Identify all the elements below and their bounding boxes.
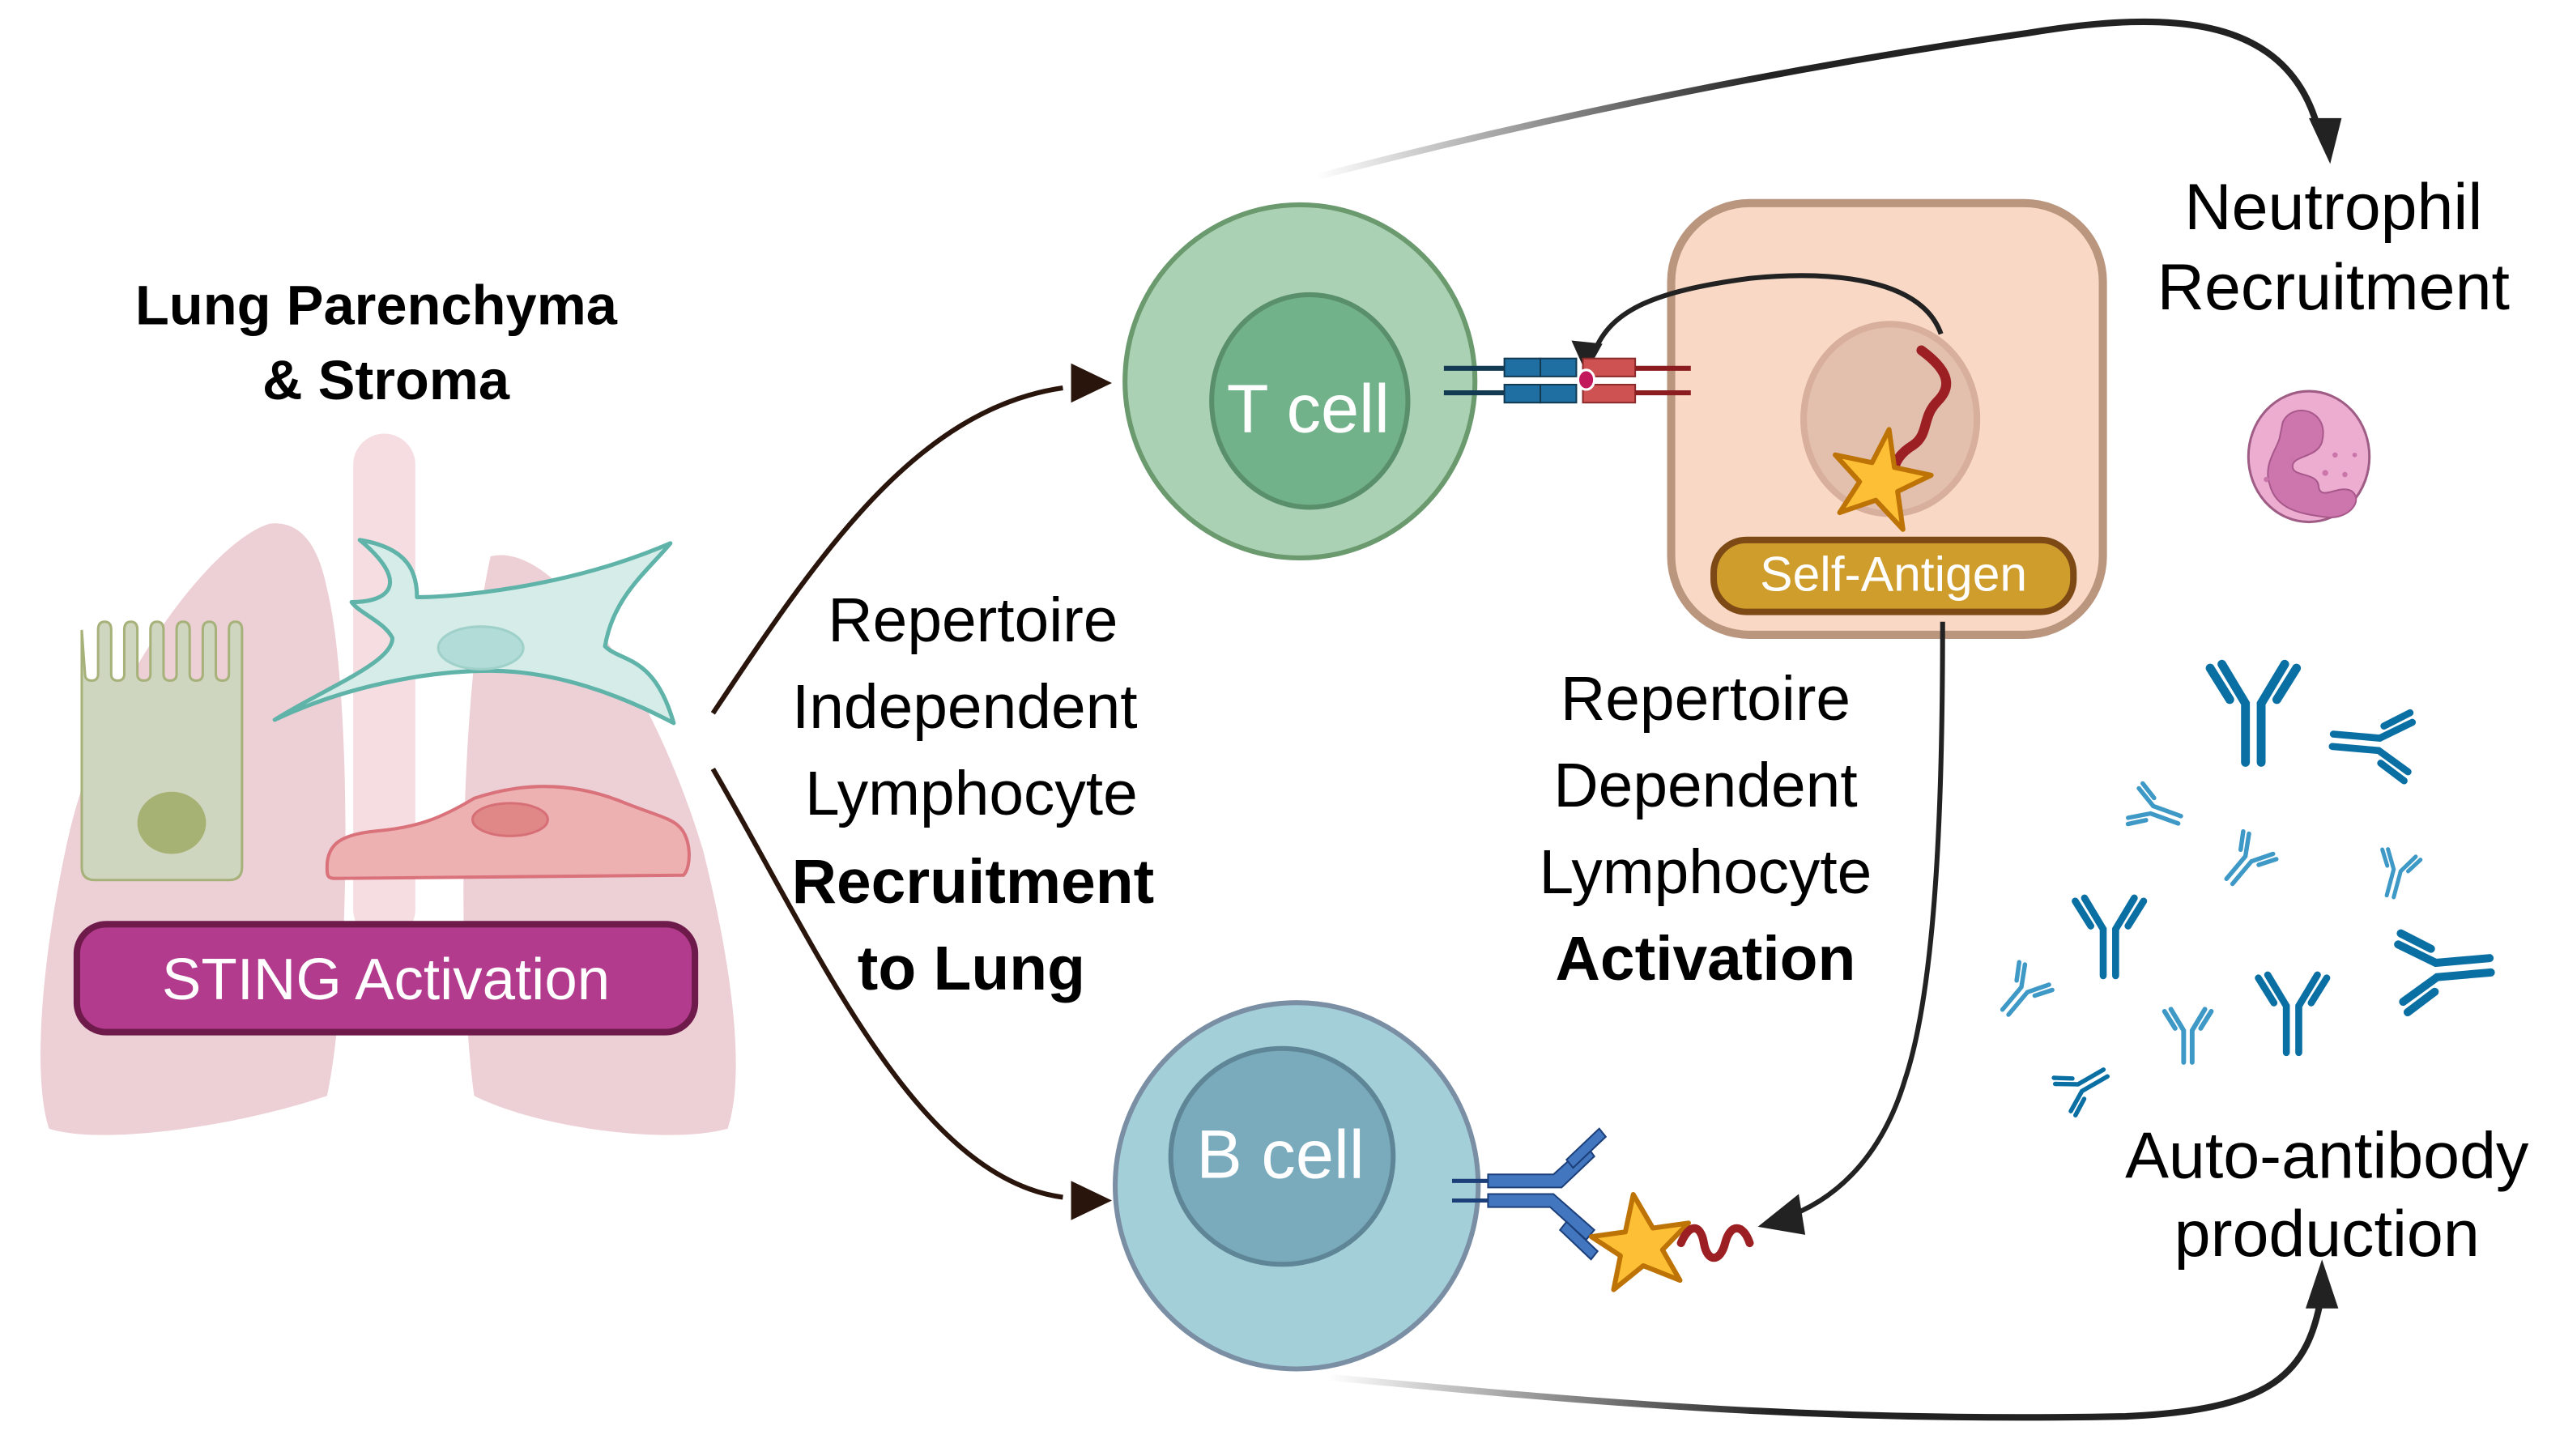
epithelial-cell-icon — [80, 620, 244, 882]
antibody-icon — [2126, 783, 2187, 841]
arrow-to-neutrophil — [1315, 18, 2323, 181]
activation-text: Repertoire Dependent Lymphocyte Activati… — [1540, 665, 1872, 994]
neutrophil-line1: Neutrophil — [2184, 171, 2482, 244]
left-title-line1: Lung Parenchyma — [135, 274, 618, 336]
b-cell-icon: B cell — [1113, 1000, 1481, 1372]
antibody-icon — [2213, 830, 2278, 896]
antibody-line1: Auto-antibody — [2125, 1119, 2529, 1192]
recruitment-line4: Recruitment — [792, 848, 1155, 917]
antigen-presenting-cell: Self-Antigen — [1571, 198, 2107, 639]
antigen-star-icon — [1833, 427, 1934, 532]
activation-line1: Repertoire — [1561, 665, 1851, 734]
neutrophil-section: Neutrophil Recruitment — [2157, 171, 2510, 524]
neutrophil-line2: Recruitment — [2157, 251, 2510, 324]
activation-line4: Activation — [1556, 925, 1856, 994]
recruitment-text: Repertoire Independent Lymphocyte Recrui… — [792, 586, 1155, 1003]
antigen-star-icon — [1588, 1192, 1691, 1292]
tcr-mhc-icon — [1443, 357, 1691, 404]
antibody-icon — [2397, 926, 2494, 1012]
fibroblast-icon — [272, 538, 676, 726]
sting-label: STING Activation — [162, 947, 610, 1012]
antibody-icon — [2371, 848, 2421, 901]
bcr-icon — [1451, 1127, 1608, 1261]
arrow-to-b-cell — [710, 767, 1063, 1200]
sting-activation-badge: STING Activation — [73, 921, 699, 1036]
antibody-icon — [2165, 1009, 2212, 1062]
left-panel: Lung Parenchyma & Stroma STING Activatio… — [40, 274, 736, 1135]
antibody-icon — [2075, 898, 2143, 976]
t-cell-icon: T cell — [1122, 202, 1478, 561]
left-title-line2: & Stroma — [262, 349, 510, 411]
neutrophil-icon — [2247, 390, 2371, 524]
arrow-icon — [1757, 1194, 1806, 1235]
activation-line3: Lymphocyte — [1540, 838, 1872, 907]
arrow-icon — [1071, 1181, 1113, 1220]
t-cell-label: T cell — [1227, 370, 1390, 447]
antibody-icon — [2330, 706, 2413, 781]
arrow-icon — [1571, 340, 1603, 373]
antibody-icon — [2052, 1054, 2116, 1116]
recruitment-line3: Lymphocyte — [805, 760, 1138, 828]
arrow-icon — [2309, 117, 2342, 164]
endothelial-cell-icon — [325, 785, 691, 880]
self-antigen-label: Self-Antigen — [1760, 546, 2027, 601]
arrow-icon — [1071, 363, 1113, 403]
recruitment-line2: Independent — [792, 673, 1138, 742]
recruitment-line5: to Lung — [858, 934, 1085, 1003]
antibody-icon — [1989, 960, 2054, 1026]
arrow-to-antibody — [1327, 1291, 2326, 1421]
arrow-apc-to-b-cell — [1781, 621, 1945, 1221]
activation-line2: Dependent — [1553, 751, 1857, 820]
antibody-cluster: Auto-antibody production — [1989, 664, 2529, 1271]
b-cell-label: B cell — [1196, 1115, 1364, 1192]
arrow-icon — [2305, 1259, 2339, 1309]
recruitment-line1: Repertoire — [828, 586, 1118, 655]
antibody-line2: production — [2174, 1198, 2480, 1271]
antibody-icon — [2210, 664, 2297, 762]
arrow-to-t-cell — [710, 385, 1063, 715]
antibody-icon — [2259, 975, 2327, 1053]
peptide-icon — [1676, 1224, 1754, 1262]
recruitment-arrows — [710, 363, 1113, 1220]
